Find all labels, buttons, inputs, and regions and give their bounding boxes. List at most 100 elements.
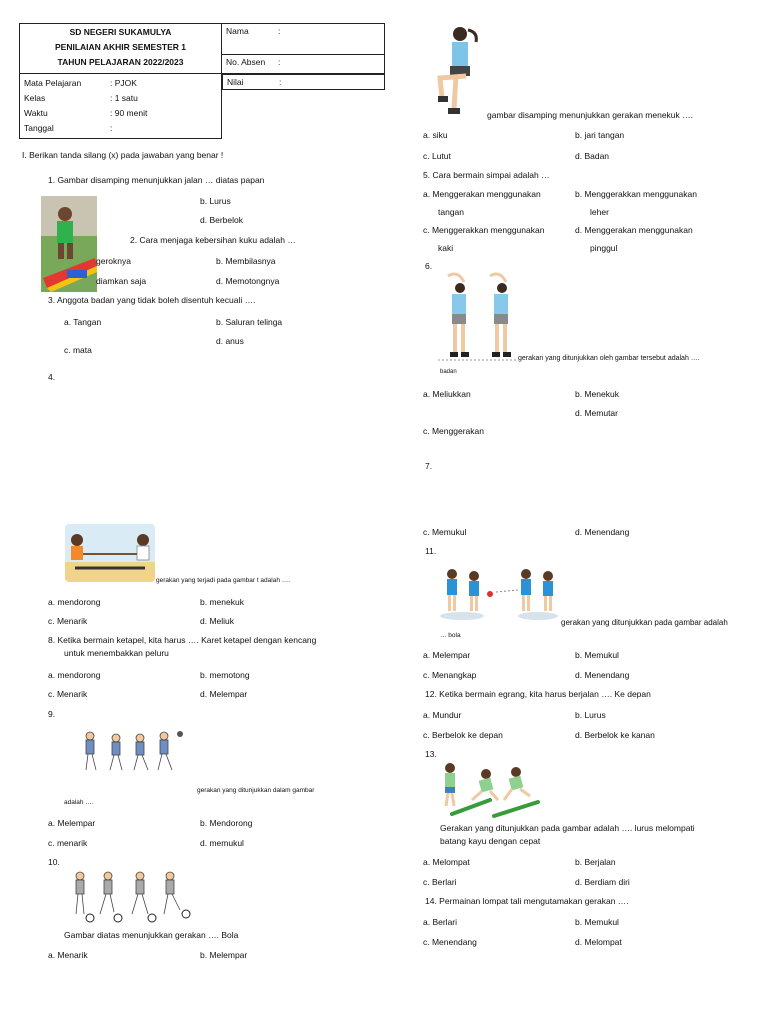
q14-text: 14. Permainan lompat tali mengutamakan g… <box>425 896 629 906</box>
exam-title: PENILAIAN AKHIR SEMESTER 1 <box>55 42 186 52</box>
q7-option-b[interactable]: b. menekuk <box>200 597 244 607</box>
q3-option-a[interactable]: a. Tangan <box>64 317 102 327</box>
q13-number: 13. <box>425 749 437 759</box>
q9-option-a[interactable]: a. Melempar <box>48 818 96 828</box>
q3-option-d[interactable]: d. anus <box>216 336 244 346</box>
q5-option-d[interactable]: d. Menggerakan menggunakan <box>575 225 693 235</box>
q11-caption: gerakan yang ditunjukkan pada gambar ada… <box>561 618 728 627</box>
q5-option-a-cont: tangan <box>438 207 464 217</box>
q8-option-c[interactable]: c. Menarik <box>48 689 88 699</box>
knee-raise-figure-icon <box>437 27 478 114</box>
nama-field[interactable]: Nama : <box>222 24 384 55</box>
nama-colon: : <box>278 26 281 36</box>
q12-option-b[interactable]: b. Lurus <box>575 710 606 720</box>
q5-option-a[interactable]: a. Menggerakan menggunakan <box>423 189 541 199</box>
q13-option-d[interactable]: d. Berdiam diri <box>575 877 630 887</box>
q14-option-a[interactable]: a. Berlari <box>423 917 458 927</box>
q4-caption: gambar disamping menunjukkan gerakan men… <box>487 110 694 120</box>
q1-option-b[interactable]: b. Lurus <box>200 196 231 206</box>
q4-number: 4. <box>48 372 56 382</box>
q7-option-a[interactable]: a. mendorong <box>48 597 101 607</box>
q11-image-throw-catch <box>440 564 558 622</box>
q5-option-b-cont: leher <box>590 207 609 217</box>
q6-option-a[interactable]: a. Meliukkan <box>423 389 471 399</box>
throwing-sequence-icon <box>85 731 183 771</box>
q10-option-a[interactable]: a. Menarik <box>48 950 88 960</box>
q10-number: 10. <box>48 857 60 867</box>
children-pulling-rope-icon <box>65 534 155 582</box>
q14-option-c[interactable]: c. Menendang <box>423 937 477 947</box>
q11-option-d[interactable]: d. Menendang <box>575 670 630 680</box>
q7-option-d[interactable]: d. Meliuk <box>200 616 235 626</box>
info-row: Tanggal: <box>24 123 113 133</box>
q7-option-c[interactable]: c. Menarik <box>48 616 88 626</box>
q9-option-c[interactable]: c. menarik <box>48 838 88 848</box>
q5-text: 5. Cara bermain simpai adalah … <box>423 170 550 180</box>
q13-option-a[interactable]: a. Melompat <box>423 857 470 867</box>
q13-caption-cont: batang kayu dengan cepat <box>440 836 541 846</box>
q7-image-tug <box>65 524 155 582</box>
q12-option-d[interactable]: d. Berbelok ke kanan <box>575 730 655 740</box>
q4-option-a[interactable]: a. siku <box>423 130 448 140</box>
q6-option-d[interactable]: d. Memutar <box>575 408 618 418</box>
q2-option-d[interactable]: d. Memotongnya <box>216 276 280 286</box>
q2-option-a[interactable]: geroknya <box>96 256 131 266</box>
q14-option-d[interactable]: d. Melompat <box>575 937 622 947</box>
q3-option-c[interactable]: c. mata <box>64 345 92 355</box>
q11-option-b[interactable]: b. Memukul <box>575 650 619 660</box>
q4-option-c[interactable]: c. Lutut <box>423 151 451 161</box>
q1-option-d[interactable]: d. Berbelok <box>200 215 243 225</box>
absen-label: No. Absen <box>226 57 266 67</box>
q13-caption: Gerakan yang ditunjukkan pada gambar ada… <box>440 823 695 833</box>
school-heading: SD NEGERI SUKAMULYA PENILAIAN AKHIR SEME… <box>19 23 222 74</box>
child-on-balance-board-icon <box>41 196 97 292</box>
q9-option-b[interactable]: b. Mendorong <box>200 818 253 828</box>
q10-caption: Gambar diatas menunjukkan gerakan …. Bol… <box>64 930 239 940</box>
q12-option-c[interactable]: c. Berbelok ke depan <box>423 730 503 740</box>
q12-option-a[interactable]: a. Mundur <box>423 710 462 720</box>
header-table: SD NEGERI SUKAMULYA PENILAIAN AKHIR SEME… <box>19 23 385 139</box>
q8-option-b[interactable]: b. memotong <box>200 670 250 680</box>
nilai-colon: : <box>279 77 282 87</box>
info-row: Kelas: 1 satu <box>24 93 138 103</box>
side-bend-figures-icon <box>438 272 518 361</box>
q13-option-c[interactable]: c. Berlari <box>423 877 457 887</box>
q7-option-d[interactable]: d. Menendang <box>575 527 630 537</box>
q11-option-c[interactable]: c. Menangkap <box>423 670 477 680</box>
q9-caption-cont: adalah …. <box>64 799 94 806</box>
q4-image-knee-raise <box>426 22 484 120</box>
absen-colon: : <box>278 57 281 67</box>
q4-option-b[interactable]: b. jari tangan <box>575 130 625 140</box>
q5-option-d-cont: pinggul <box>590 243 618 253</box>
q6-caption-cont: badan <box>440 369 457 375</box>
kicking-sequence-icon <box>75 871 191 923</box>
q5-option-c[interactable]: c. Menggerakkan menggunakan <box>423 225 545 235</box>
q14-option-b[interactable]: b. Memukul <box>575 917 619 927</box>
q8-option-a[interactable]: a. mendorong <box>48 670 101 680</box>
q5-option-c-cont: kaki <box>438 243 454 253</box>
header-divider <box>19 73 385 74</box>
q8-option-d[interactable]: d. Melempar <box>200 689 248 699</box>
q13-option-b[interactable]: b. Berjalan <box>575 857 616 867</box>
q2-option-b[interactable]: b. Membilasnya <box>216 256 276 266</box>
q5-option-b[interactable]: b. Menggerakkan menggunakan <box>575 189 697 199</box>
q9-option-d[interactable]: d. memukul <box>200 838 244 848</box>
info-block: Mata Pelajaran: PJOK Kelas: 1 satu Waktu… <box>19 73 222 139</box>
nilai-field[interactable]: Nilai : <box>222 74 385 90</box>
q4-option-d[interactable]: d. Badan <box>575 151 610 161</box>
q11-option-a[interactable]: a. Melempar <box>423 650 471 660</box>
info-row: Mata Pelajaran: PJOK <box>24 78 137 88</box>
q6-option-b[interactable]: b. Menekuk <box>575 389 619 399</box>
q6-option-c[interactable]: c. Menggerakan <box>423 426 484 436</box>
q7-option-c[interactable]: c. Memukul <box>423 527 467 537</box>
q10-option-b[interactable]: b. Melempar <box>200 950 248 960</box>
nilai-label: Nilai <box>227 77 244 87</box>
q7-number: 7. <box>425 461 433 471</box>
q13-image-hurdle-run <box>438 760 540 820</box>
school-year: TAHUN PELAJARAN 2022/2023 <box>57 57 184 67</box>
q3-option-b[interactable]: b. Saluran telinga <box>216 317 283 327</box>
q1-text: 1. Gambar disamping menunjukkan jalan … … <box>48 175 265 185</box>
q2-option-c[interactable]: diamkan saja <box>96 276 147 286</box>
absen-field[interactable]: No. Absen : <box>222 55 384 69</box>
q7-caption: gerakan yang terjadi pada gambar t adala… <box>156 577 291 584</box>
